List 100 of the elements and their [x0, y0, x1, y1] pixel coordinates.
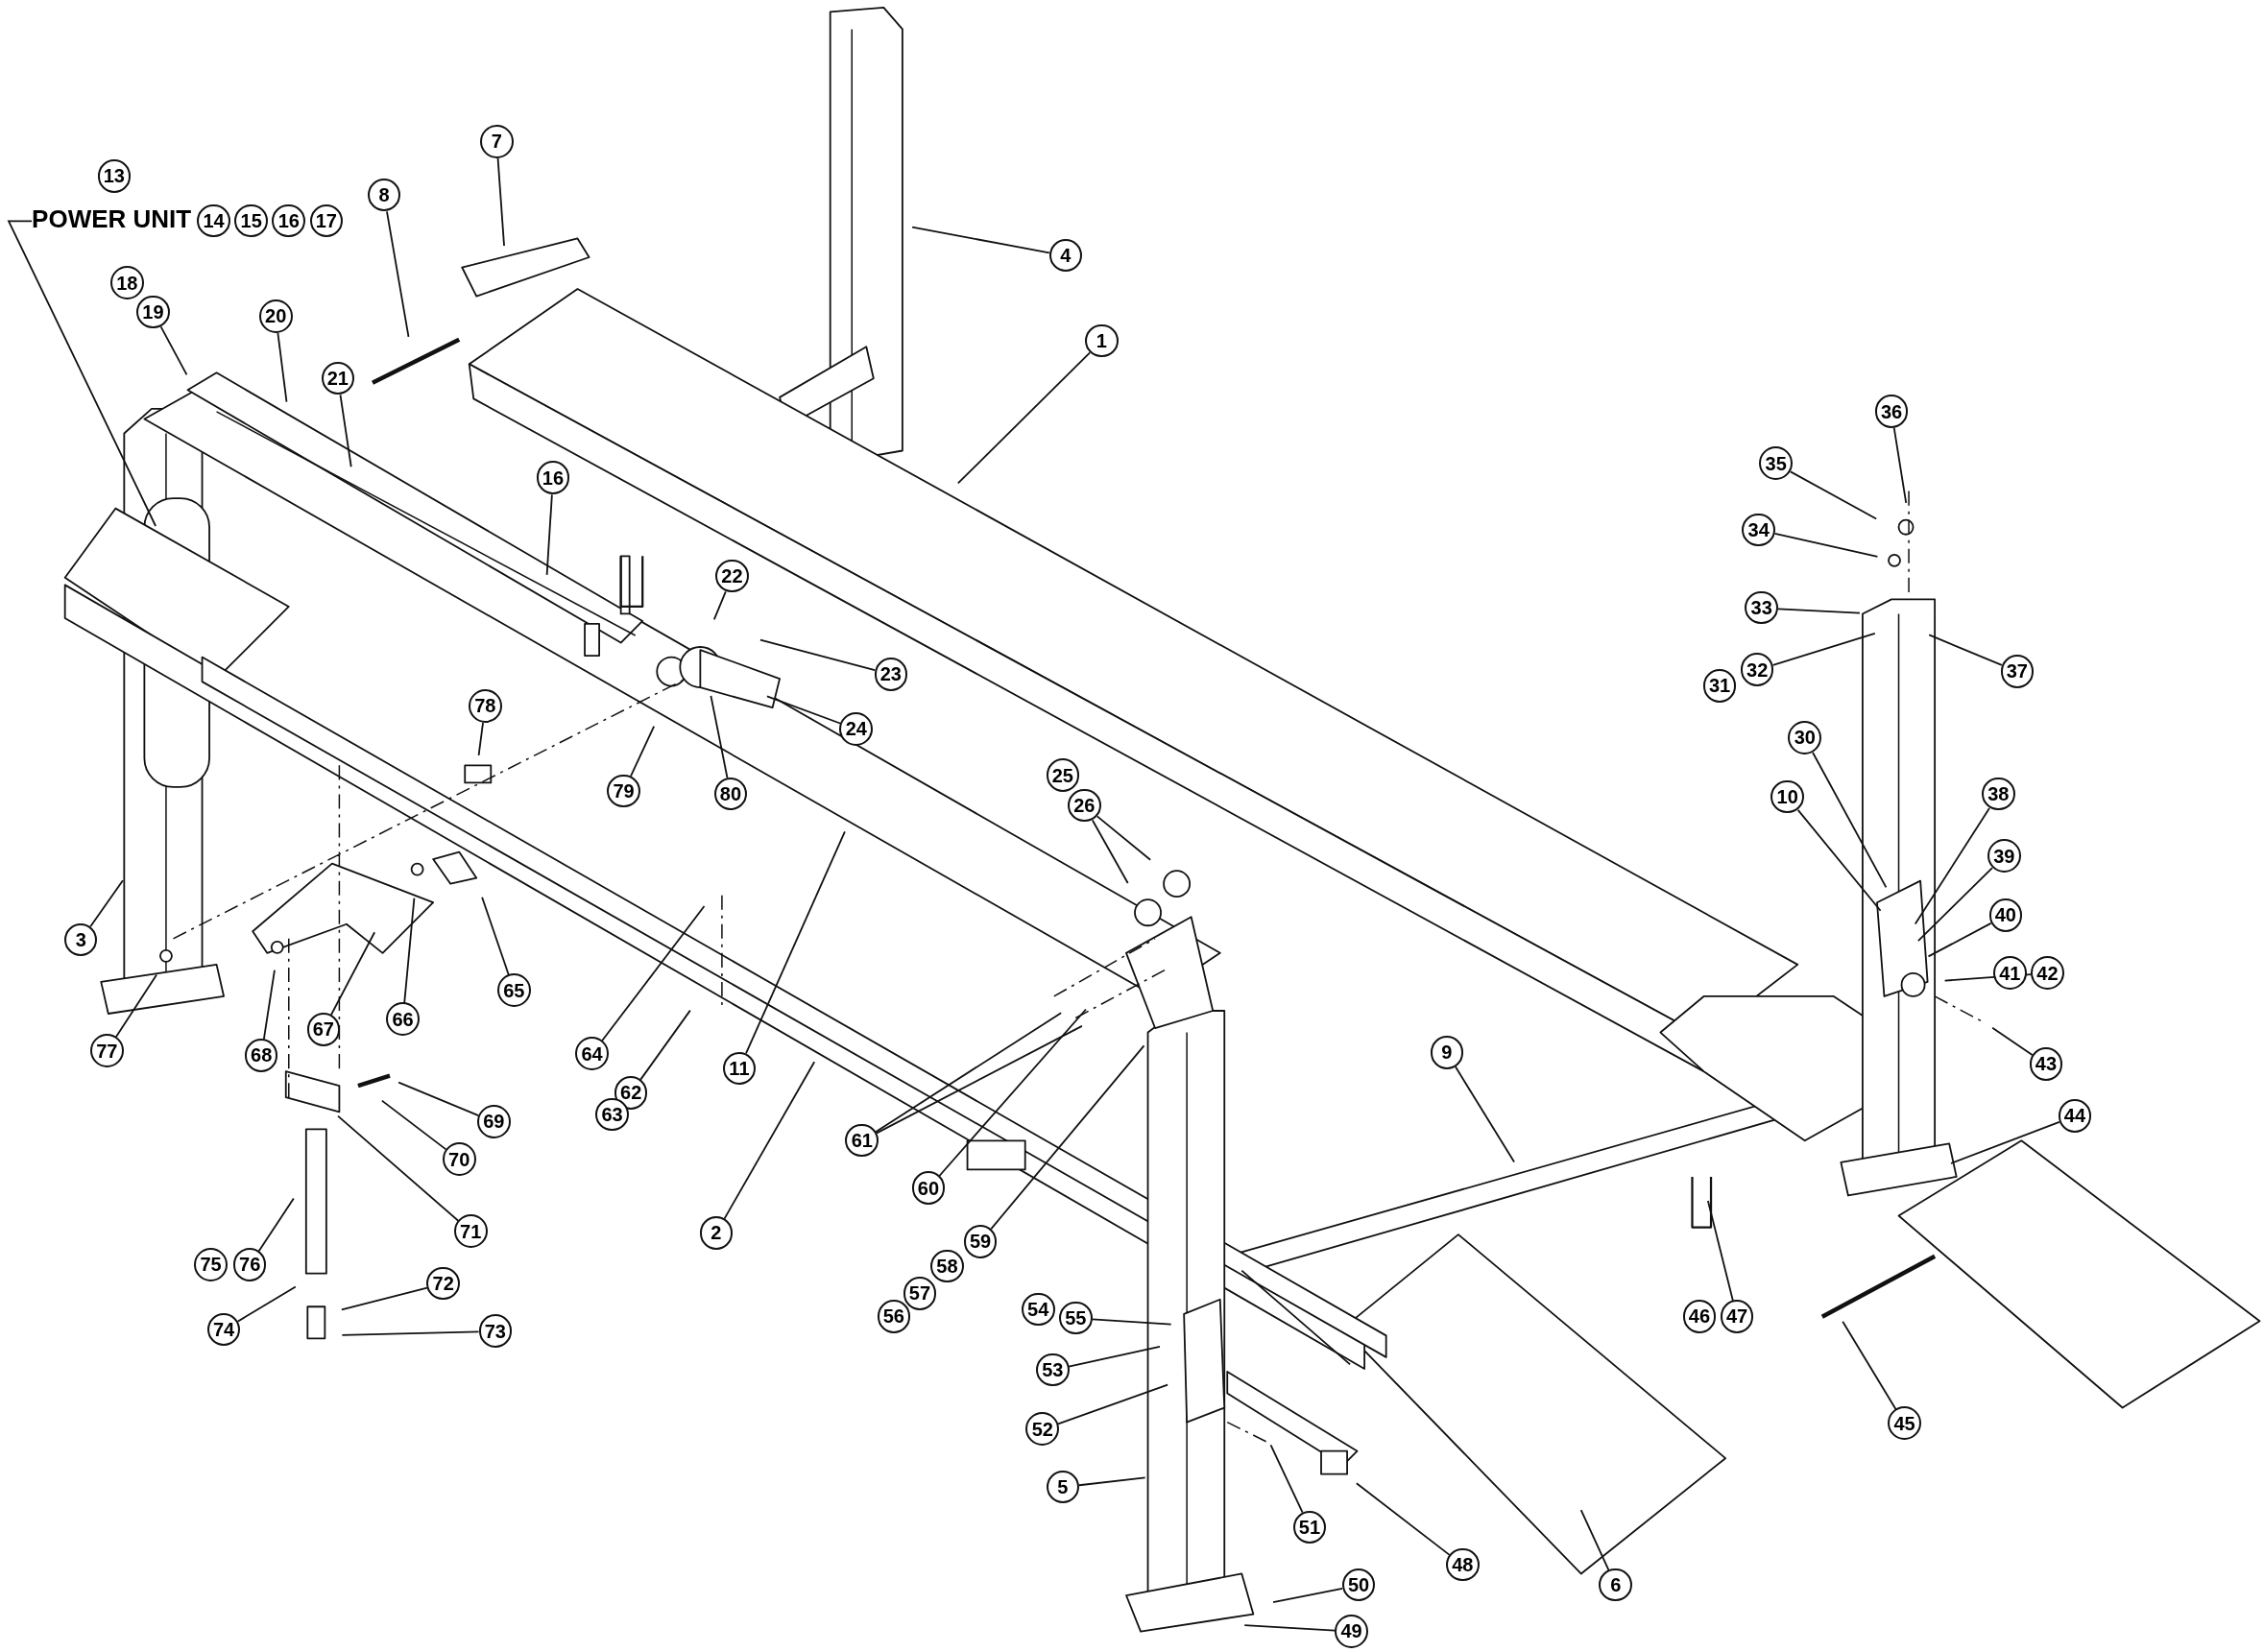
callout-number: 38 [1982, 777, 2015, 811]
callout-number: 44 [2058, 1099, 2092, 1133]
callout-number: 70 [442, 1142, 476, 1176]
callout-number: 18 [110, 266, 144, 300]
callout-number: 56 [877, 1300, 911, 1333]
callout-number: 48 [1446, 1547, 1480, 1582]
leader-line [1707, 1200, 1734, 1302]
callout-number: 57 [903, 1277, 937, 1310]
callout-number: 17 [309, 204, 344, 238]
callout-number: 14 [197, 204, 230, 238]
callout-number: 45 [1888, 1406, 1921, 1441]
leader-line [1091, 1318, 1172, 1326]
callout-number: 26 [1068, 788, 1101, 823]
leader-line [938, 1008, 1087, 1177]
callout-number: 13 [97, 159, 132, 193]
leader-line [1243, 1624, 1337, 1632]
callout-number: 25 [1046, 758, 1080, 792]
leader-line [1096, 815, 1151, 861]
callout-number: 7 [480, 125, 514, 158]
leader-line [990, 1044, 1145, 1231]
leader-line [1078, 1476, 1146, 1487]
leader-line [1917, 867, 1993, 943]
callout-number: 69 [477, 1105, 511, 1138]
callout-number: 15 [234, 204, 268, 238]
callout-number: 2 [699, 1215, 734, 1250]
callout-number: 31 [1702, 669, 1737, 703]
leader-line [712, 590, 727, 621]
leader-line [496, 157, 505, 247]
leader-line [875, 1012, 1063, 1133]
callout-number: 55 [1059, 1301, 1093, 1335]
leader-line [911, 226, 1050, 254]
callout-number: 71 [453, 1214, 488, 1249]
leader-line [1892, 427, 1908, 504]
callout-number: 52 [1025, 1412, 1060, 1447]
callout-number: 42 [2031, 956, 2064, 990]
callout-number: 51 [1292, 1510, 1327, 1544]
leader-line [339, 394, 352, 468]
leader-line [403, 897, 416, 1004]
callout-number: 79 [607, 774, 640, 808]
leader-line [337, 1114, 460, 1222]
callout-number: 1 [1085, 323, 1119, 358]
callout-number: 72 [426, 1266, 460, 1301]
callout-number: 35 [1759, 446, 1793, 480]
callout-number: 23 [874, 658, 908, 691]
leader-line [1812, 752, 1888, 889]
leader-line [545, 493, 553, 576]
callout-number: 9 [1430, 1036, 1464, 1069]
leader-line [1777, 608, 1861, 614]
callout-number: 77 [90, 1034, 124, 1068]
callout-number: 41 [1993, 956, 2027, 990]
callout-number: 73 [478, 1314, 513, 1348]
callout-number: 46 [1682, 1300, 1717, 1333]
callout-number: 11 [722, 1051, 757, 1086]
callout-number: 50 [1341, 1568, 1376, 1602]
callout-number: 21 [321, 361, 355, 395]
callout-number: 64 [575, 1037, 609, 1071]
callout-number: 5 [1046, 1470, 1080, 1504]
leader-line [1068, 1345, 1161, 1368]
callout-number: 16 [272, 204, 306, 238]
callout-number: 33 [1745, 590, 1778, 625]
callout-number: 43 [2029, 1047, 2063, 1081]
callout-number: 76 [232, 1248, 267, 1281]
callout-number: 37 [2000, 655, 2035, 688]
callout-number: 6 [1599, 1568, 1633, 1602]
callout-number: 20 [258, 299, 293, 333]
callout-number: 22 [715, 559, 749, 593]
callout-number: 40 [1988, 898, 2023, 932]
callout-number: 78 [469, 689, 502, 723]
callout-number: 36 [1874, 395, 1909, 428]
leader-line [237, 1285, 297, 1323]
callout-number: 58 [930, 1249, 964, 1283]
callout-number: 32 [1740, 653, 1774, 687]
callout-number: 74 [206, 1312, 241, 1347]
callout-number: 39 [1987, 839, 2021, 874]
callout-number: 65 [497, 973, 531, 1007]
callout-number: 80 [713, 777, 748, 811]
callout-number: 4 [1048, 238, 1083, 273]
leader-line [1355, 1482, 1451, 1556]
leader-line [477, 721, 484, 756]
leader-line [481, 896, 510, 976]
callout-number: 8 [367, 178, 401, 212]
callout-number: 16 [536, 461, 570, 495]
callout-number: 30 [1788, 721, 1822, 754]
leader-line [1796, 808, 1882, 912]
callout-number: 19 [136, 295, 170, 329]
callout-number: 60 [911, 1171, 946, 1205]
callout-number: 47 [1720, 1300, 1754, 1333]
callout-number: 10 [1770, 779, 1804, 814]
leader-line [380, 1099, 447, 1151]
leader-line [601, 905, 706, 1042]
leader-line [956, 351, 1092, 485]
leader-line [340, 1286, 428, 1311]
leader-line [7, 220, 157, 527]
callout-number: 24 [839, 712, 874, 746]
leader-line [89, 879, 124, 928]
callout-number: 3 [63, 922, 98, 957]
callout-number: 59 [963, 1225, 998, 1258]
callout-number: 53 [1036, 1353, 1070, 1387]
callout-number: 75 [194, 1248, 228, 1281]
callout-number: 34 [1742, 513, 1775, 547]
